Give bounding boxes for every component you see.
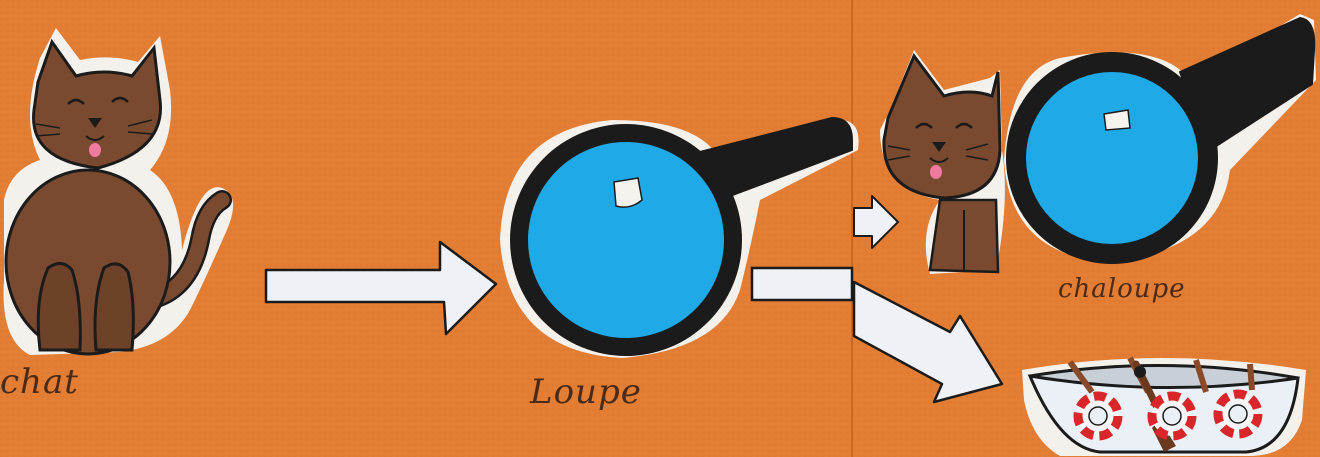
cat-drawing: [3, 28, 234, 356]
caption-chaloupe: chaloupe: [1058, 274, 1186, 304]
magnifying-glass-drawing: [500, 117, 859, 358]
lifebuoy-icon: [1147, 391, 1197, 441]
lifeboat-drawing: [1022, 356, 1306, 456]
caption-chat: chat: [0, 362, 79, 402]
magnifying-glass-drawing: [1004, 14, 1316, 264]
lifebuoy-icon: [1213, 389, 1263, 439]
arrow-icon: [852, 280, 1004, 404]
cat-drawing: [880, 50, 1005, 274]
arrow-icon: [264, 240, 498, 336]
lifebuoy-icon: [1073, 391, 1123, 441]
arrow-icon: [750, 266, 854, 302]
arrow-icon: [853, 195, 899, 249]
caption-loupe: Loupe: [530, 372, 642, 412]
